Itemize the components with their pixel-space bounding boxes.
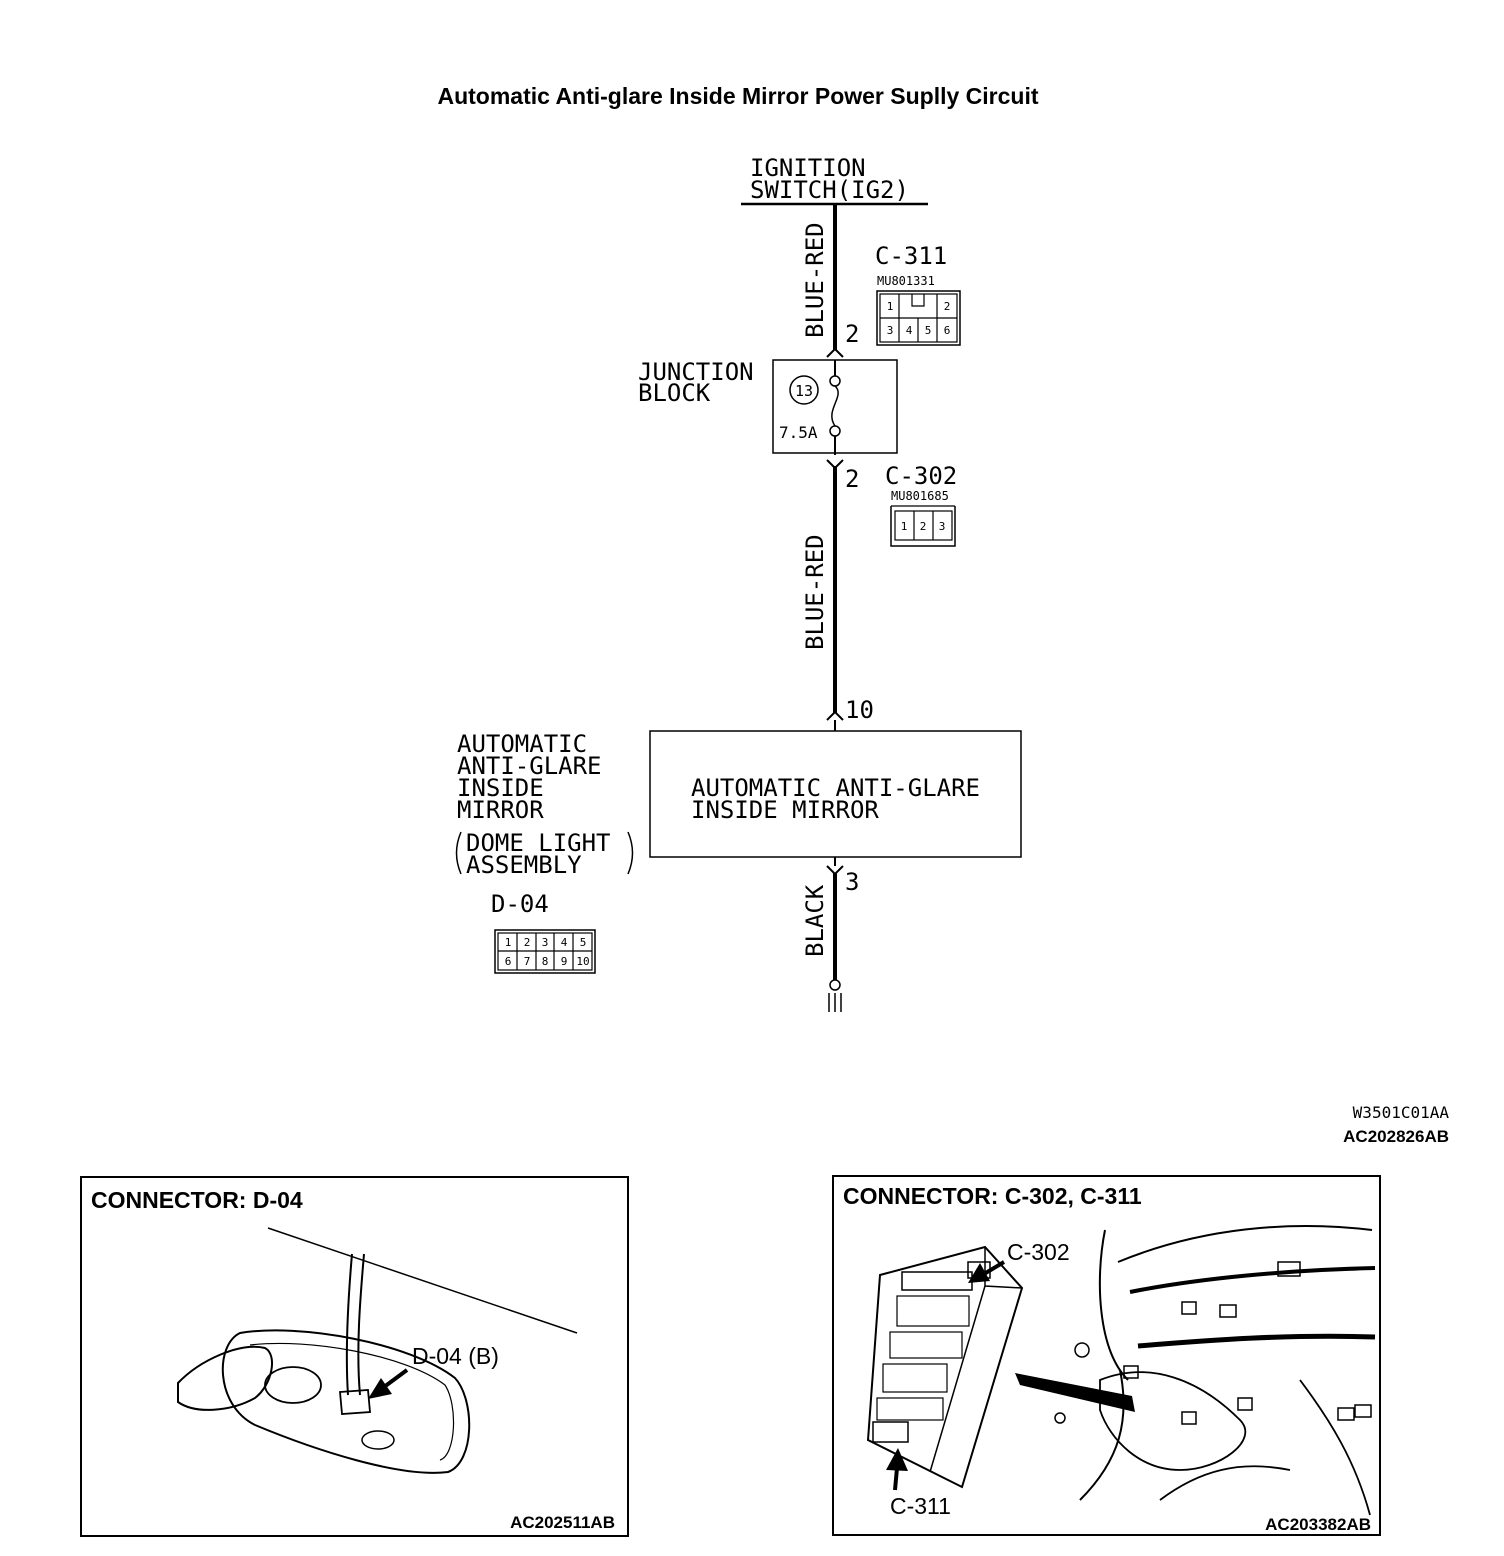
wire-color-upper: BLUE-RED	[801, 222, 829, 338]
wire-color-middle: BLUE-RED	[801, 534, 829, 650]
connector-c311: C-311 MU801331 1 2 3 4 5 6	[875, 242, 961, 346]
panel-connector-c302-c311: CONNECTOR: C-302, C-311	[832, 1175, 1381, 1536]
fuse-terminal-bottom	[829, 425, 841, 437]
pointer-wedge	[1015, 1373, 1135, 1412]
wire-color-lower: BLACK	[801, 884, 829, 957]
c302-cell: 3	[939, 520, 946, 533]
mirror-sub-line: ASSEMBLY	[466, 851, 582, 879]
connector-c302: C-302 MU801685 1 2 3	[885, 462, 957, 547]
c311-cell: 4	[906, 324, 913, 337]
fuse-element	[831, 385, 839, 427]
fuse-rating: 7.5A	[779, 423, 818, 442]
panel-connector-d04: CONNECTOR: D-04 D-04 (B) AC202511AB	[80, 1176, 629, 1537]
connector-mark-mirror-bottom	[826, 865, 844, 876]
mirror-box-line1: AUTOMATIC ANTI-GLARE	[691, 774, 980, 802]
pin-mirror-top: 10	[845, 696, 874, 724]
d04-cell: 6	[505, 955, 512, 968]
pin-jb-bottom: 2	[845, 465, 859, 493]
reference-code-1: W3501C01AA	[1353, 1103, 1450, 1122]
c311-plug	[872, 1421, 909, 1443]
mirror-label-line: MIRROR	[457, 796, 544, 824]
d04-cell: 4	[561, 936, 568, 949]
d04-cell: 1	[505, 936, 512, 949]
connector-mark-mirror-top	[826, 710, 844, 721]
connector-c302-part: MU801685	[891, 489, 949, 503]
c302-cell: 1	[901, 520, 908, 533]
arrow-icon	[886, 1448, 908, 1491]
mirror-label-line: ANTI-GLARE	[457, 752, 602, 780]
junction-block: JUNCTION BLOCK 13 7.5A	[638, 358, 898, 454]
main-wire	[826, 204, 844, 980]
c311-cell: 6	[944, 324, 951, 337]
fuse-terminal-top	[829, 375, 841, 387]
connector-c302-name: C-302	[885, 462, 957, 490]
d04-cell: 2	[524, 936, 531, 949]
connector-c311-name: C-311	[875, 242, 947, 270]
paren-right	[627, 831, 634, 875]
c302-cell: 2	[920, 520, 927, 533]
d04-cell: 10	[576, 955, 589, 968]
c311-cell: 2	[944, 300, 951, 313]
mirror-illustration	[177, 1227, 578, 1474]
mirror-component: AUTOMATIC ANTI-GLARE INSIDE MIRROR DOME …	[455, 730, 1022, 879]
connector-d04: D-04 1 2 3 4 5 6 7 8 9 10	[491, 890, 596, 974]
dome-light	[177, 1345, 273, 1411]
diagram-title: Automatic Anti-glare Inside Mirror Power…	[437, 83, 1038, 109]
d04-cell: 5	[580, 936, 587, 949]
d04-cell: 9	[561, 955, 568, 968]
c311-cell: 5	[925, 324, 932, 337]
d04-cell: 3	[542, 936, 549, 949]
d04-cell: 7	[524, 955, 531, 968]
connector-c311-part: MU801331	[877, 274, 935, 288]
pin-jb-top: 2	[845, 320, 859, 348]
ignition-switch-line1: IGNITION	[750, 154, 866, 182]
connector-d04-name: D-04	[491, 890, 549, 918]
junction-block-box	[772, 359, 898, 454]
panel-right-code: AC203382AB	[1265, 1515, 1371, 1534]
harness-main	[1129, 1266, 1376, 1294]
junction-block-illustration	[866, 1245, 1024, 1489]
connector-d04-plug	[339, 1389, 371, 1415]
fuse-number: 13	[795, 382, 813, 400]
junction-block-label-line1: JUNCTION	[638, 358, 754, 386]
c311-cell: 1	[887, 300, 894, 313]
callout-c311: C-311	[890, 1493, 951, 1519]
c311-cell: 3	[887, 324, 894, 337]
ignition-switch-line2: SWITCH(IG2)	[750, 176, 909, 204]
mirror-box-line2: INSIDE MIRROR	[691, 796, 879, 824]
arrow-icon	[368, 1368, 409, 1399]
mirror-cable-a	[345, 1253, 353, 1396]
callout-d04: D-04 (B)	[412, 1343, 499, 1369]
mirror-sub-line: DOME LIGHT	[466, 829, 611, 857]
panel-right-frame	[832, 1175, 1381, 1536]
connector-mark-upper	[826, 347, 844, 358]
panel-left-frame	[80, 1176, 629, 1537]
arrow-icon	[968, 1260, 1006, 1283]
mirror-label-line: INSIDE	[457, 774, 544, 802]
dashboard-harness-illustration	[1015, 1225, 1376, 1516]
ignition-switch: IGNITION SWITCH(IG2)	[741, 154, 928, 206]
mirror-label-line: AUTOMATIC	[457, 730, 587, 758]
mirror-box	[649, 730, 1022, 858]
paren-left	[455, 831, 462, 875]
pin-mirror-bottom: 3	[845, 868, 859, 896]
panel-left-title: CONNECTOR: D-04	[91, 1187, 303, 1213]
mirror-cable-b	[357, 1253, 365, 1396]
panel-left-code: AC202511AB	[510, 1513, 615, 1532]
d04-cell: 8	[542, 955, 549, 968]
callout-c302: C-302	[1007, 1239, 1070, 1265]
junction-block-label-line2: BLOCK	[638, 379, 711, 407]
fuse-number-circle	[789, 375, 819, 405]
windshield-edge	[267, 1227, 578, 1334]
ground-symbol	[828, 979, 842, 1012]
reference-code-2: AC202826AB	[1343, 1127, 1449, 1146]
panel-right-title: CONNECTOR: C-302, C-311	[843, 1183, 1142, 1209]
